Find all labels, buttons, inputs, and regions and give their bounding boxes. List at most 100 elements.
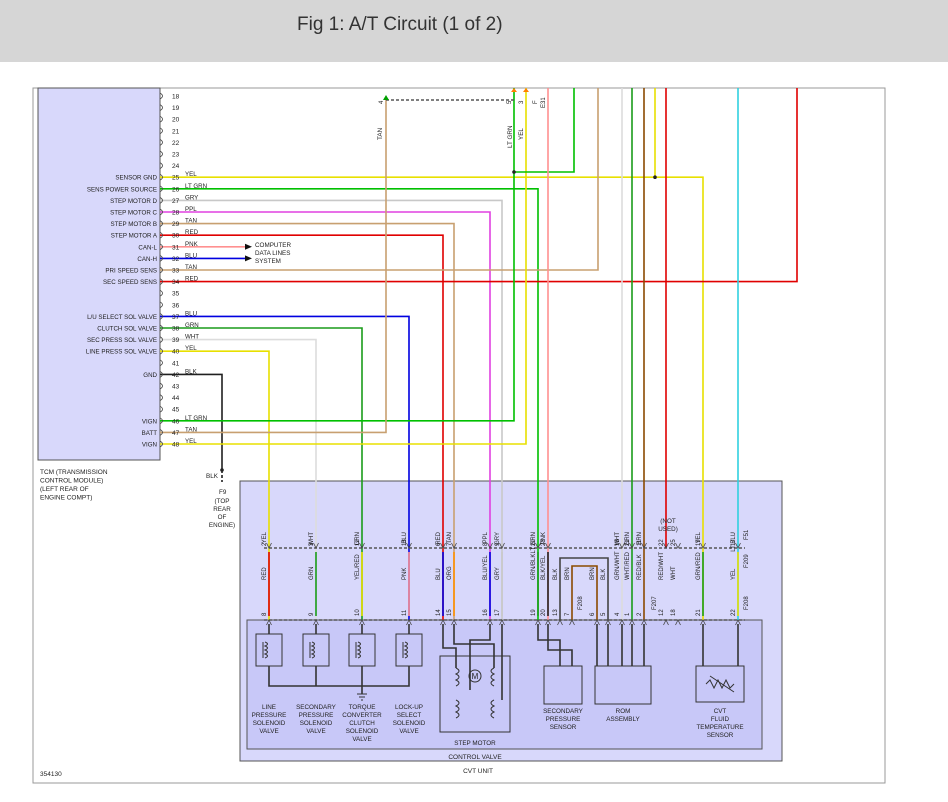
- component-label: SENSOR: [550, 724, 577, 731]
- lower-pin-number: 16: [483, 609, 489, 616]
- lower-wire-color: GRN/BLK: [531, 554, 537, 580]
- figure-header: Fig 1: A/T Circuit (1 of 2): [0, 0, 948, 62]
- tcm-pin-name: L/U SELECT SOL VALVE: [87, 314, 157, 321]
- tcm-pin-number: 37: [172, 314, 180, 321]
- ground-wire-color: BLK: [206, 473, 219, 480]
- lower-conn-id: F208: [744, 596, 750, 610]
- lower-wire-color: RED/BLK: [637, 554, 643, 580]
- pin-arc: [159, 336, 163, 343]
- component-label: SOLENOID: [393, 720, 426, 727]
- upper-wire-color: PNK: [541, 532, 547, 544]
- tcm-pin-number: 28: [172, 210, 180, 217]
- lower-wire-color: GRN/RED: [696, 552, 702, 580]
- upper-pin-mark: [545, 542, 551, 549]
- tcm-wire-color: TAN: [185, 264, 197, 271]
- tcm-pin-number: 25: [172, 175, 180, 182]
- tcm-pin-name: STEP MOTOR C: [110, 210, 157, 217]
- component-label: VALVE: [399, 728, 418, 735]
- wire-grn-clutch: [160, 327, 363, 620]
- wire-ltgrn-vign: [160, 88, 515, 422]
- line-pressure-solenoid-coil: [263, 641, 268, 659]
- lock-up-select-solenoid-box: [395, 633, 423, 667]
- top-conn-mark-3: [523, 88, 529, 92]
- tcm-pin-number: 21: [172, 128, 180, 135]
- upper-wire-color: GRN: [625, 532, 631, 545]
- pin-arc: [159, 127, 163, 135]
- tcm-pin-name: VIGN: [142, 442, 157, 449]
- cvt-fluid-temp-sensor-box: [695, 665, 745, 703]
- pin-arc: [159, 266, 163, 274]
- lower-pin-mark: [735, 619, 741, 626]
- tcm-pin-name: SEC SPEED SENS: [103, 279, 157, 286]
- pin-arc: [159, 92, 163, 100]
- component-label: ROM: [616, 708, 631, 715]
- tcm-pin-number: 47: [172, 430, 180, 437]
- tcm-wire-color: YEL: [185, 171, 197, 178]
- step-lead-c: [469, 624, 491, 690]
- tcm-wire-color: LT GRN: [185, 183, 207, 190]
- upper-wire-color: YEL: [262, 531, 268, 543]
- tcm-pin-name: STEP MOTOR D: [110, 198, 157, 205]
- tcm-pin-number: 35: [172, 291, 180, 298]
- upper-pin-number: 22: [659, 539, 665, 546]
- ground-label: (TOP: [215, 498, 230, 505]
- pin-arc: [159, 440, 163, 448]
- upper-pin-number: 13: [402, 539, 408, 546]
- tcm-pin-number: 41: [172, 360, 180, 367]
- ground-splice: [220, 468, 224, 472]
- lower-pin-number: 17: [495, 609, 501, 616]
- upper-pin-number: 8: [483, 542, 489, 546]
- component-label: SECONDARY: [296, 704, 337, 711]
- top-pin-5: 5: [507, 100, 513, 104]
- wire-ppl-step-c: [160, 211, 491, 620]
- upper-pin-number: 23: [541, 539, 547, 546]
- arrow-can-h: [245, 255, 252, 262]
- tcm-pin-number: 44: [172, 395, 180, 402]
- component-label: VALVE: [306, 728, 325, 735]
- upper-pin-number: 11: [637, 539, 643, 546]
- not-used-label: USED): [658, 526, 678, 533]
- upper-pin-number: 16: [615, 539, 621, 546]
- upper-pin-number: 3: [309, 542, 315, 546]
- upper-pin-number: 2: [262, 542, 268, 546]
- lower-wire-color: BLK/YEL: [541, 555, 547, 580]
- tcm-pin-number: 30: [172, 233, 180, 240]
- lower-pin-number: 2: [637, 612, 643, 616]
- upper-wire-color: RED: [436, 531, 442, 544]
- upper-pin-mark: [535, 542, 541, 549]
- tcm-pin-number: 48: [172, 442, 180, 449]
- tcm-pin-name: CAN-H: [137, 256, 157, 263]
- lower-wire-color: BLU: [436, 568, 442, 580]
- step-motor-box: [439, 655, 511, 733]
- wire-red-sec-speed: [160, 88, 798, 283]
- arrow-can-l: [245, 243, 252, 250]
- tcm-pin-number: 18: [172, 94, 180, 101]
- wire-gry-step-d: [160, 199, 503, 620]
- lower-wire-color: WHT/RED: [625, 551, 631, 580]
- pin-arc: [159, 231, 163, 239]
- secondary-pressure-solenoid-coil: [310, 641, 315, 659]
- top-conn-mark-4: [383, 95, 389, 100]
- tcm-pin-number: 42: [172, 372, 180, 379]
- tcm-pin-number: 32: [172, 256, 180, 263]
- lower-pin-mark: [499, 619, 505, 626]
- upper-pin-number: 7: [447, 542, 453, 546]
- pin-arc: [159, 139, 163, 146]
- thermistor-icon: [705, 675, 735, 693]
- tcm-pin-name: STEP MOTOR A: [111, 233, 158, 240]
- tcm-wire-color: WHT: [185, 334, 199, 341]
- lower-pin-number: 9: [309, 612, 315, 616]
- pin-arc: [159, 313, 163, 320]
- computer-data-lines-label: COMPUTER: [255, 242, 291, 249]
- upper-pin-number: 12: [355, 539, 361, 546]
- upper-wire-color: BRN: [637, 532, 643, 545]
- tcm-pin-name: CLUTCH SOL VALVE: [97, 326, 157, 333]
- step-lead-a: [442, 624, 457, 668]
- upper-pin-mark: [406, 542, 412, 549]
- blk-loop: [559, 557, 609, 620]
- upper-pin-number: 6: [436, 542, 442, 546]
- component-label: CVT: [714, 708, 727, 715]
- tcm-pin-number: 24: [172, 163, 180, 170]
- lower-pin-mark: [535, 619, 541, 626]
